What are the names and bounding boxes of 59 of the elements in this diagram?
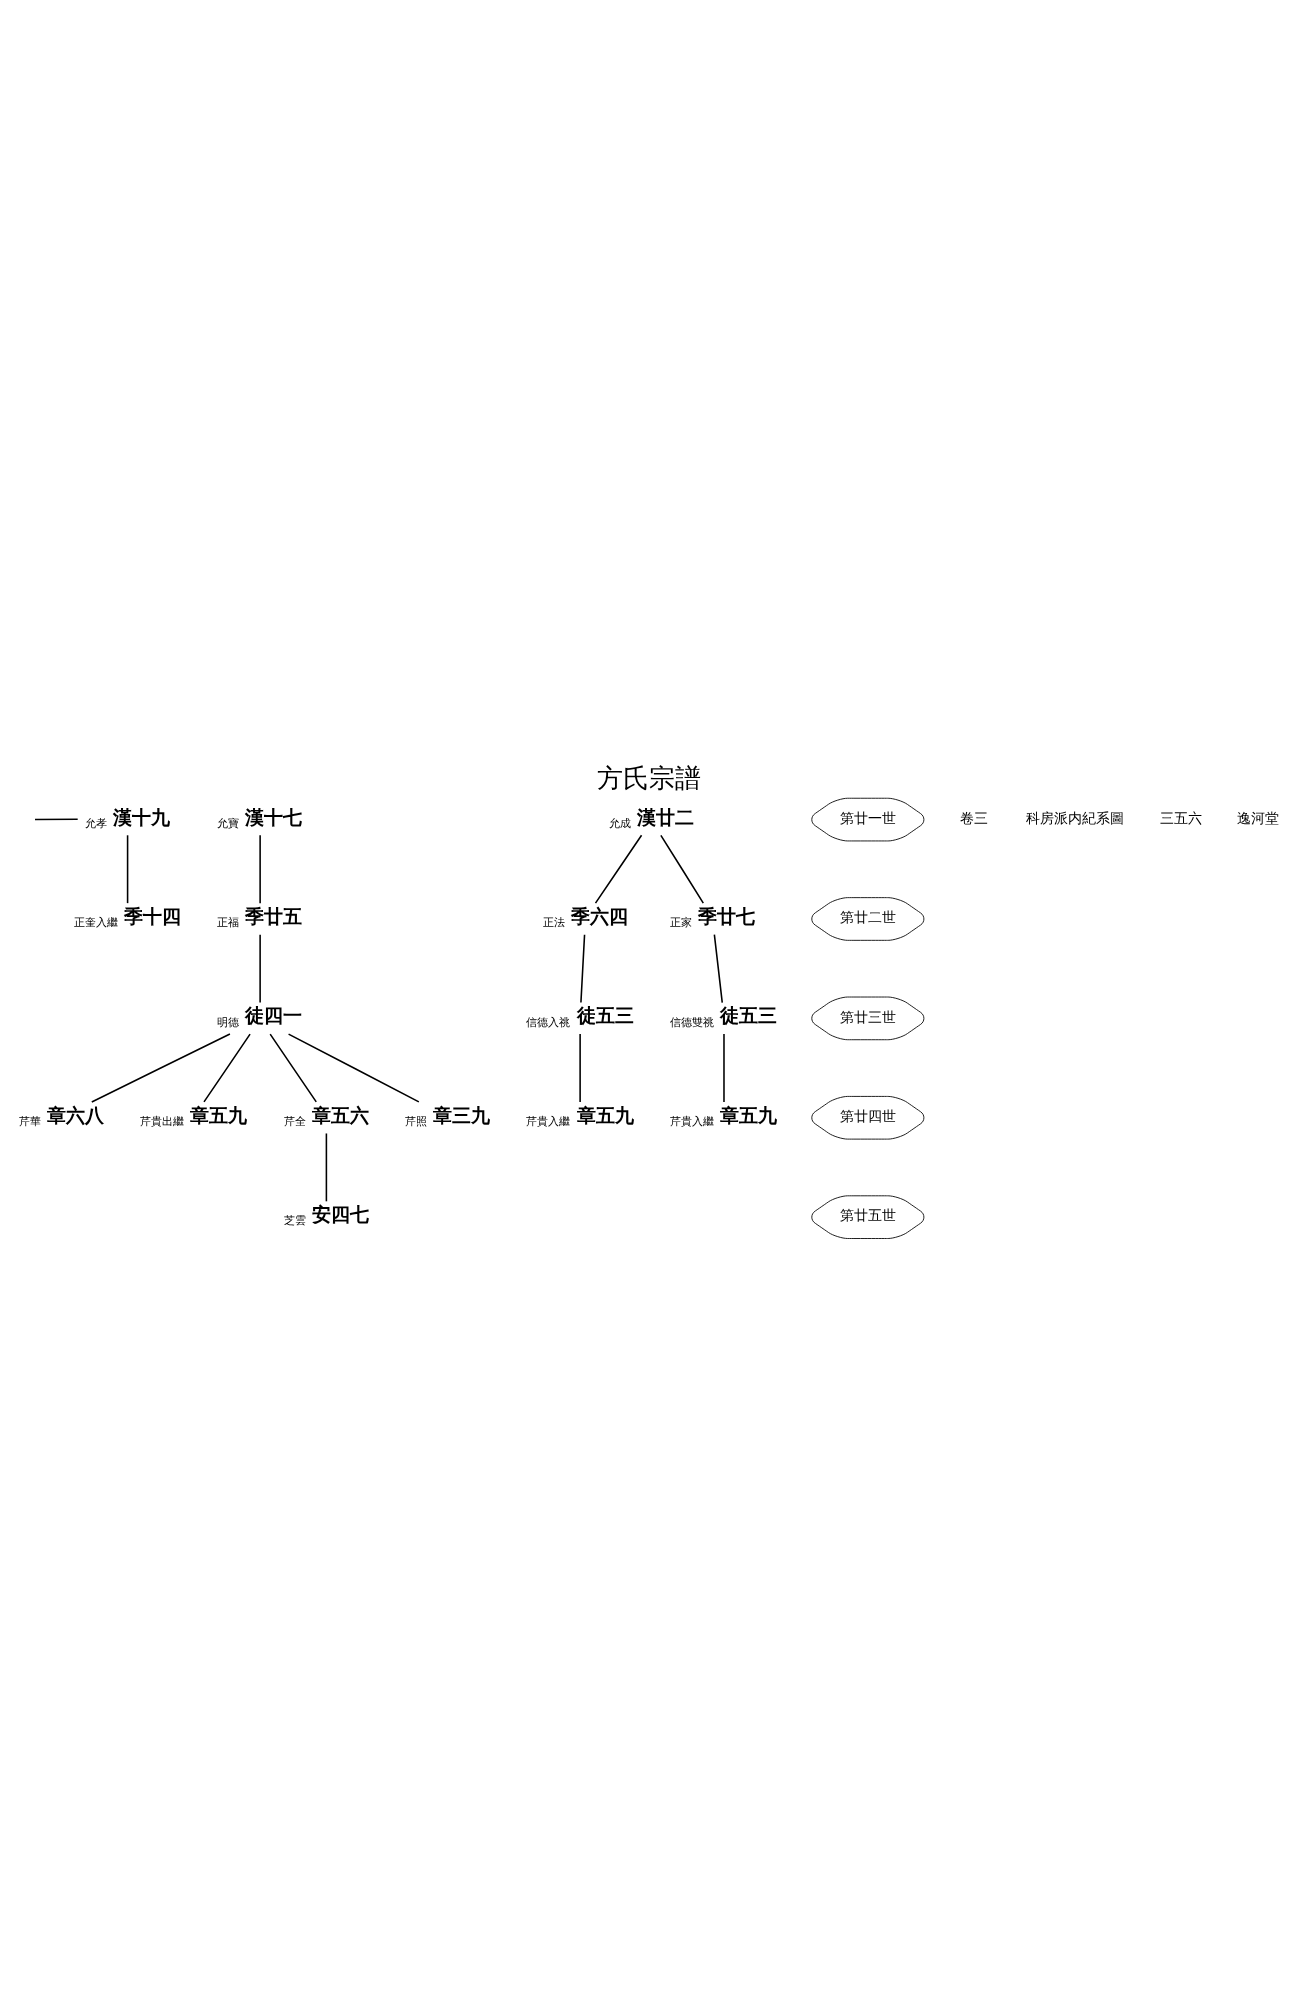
node-ellipse: 第廿一世 (811, 797, 925, 841)
node-text: 章五六 (311, 1103, 369, 1127)
label: 科房派内紀系圖 (1026, 809, 1125, 826)
node-label: 信德入祧 (526, 1014, 571, 1029)
connector (203, 1032, 251, 1103)
node-label: 允成 (608, 815, 631, 830)
connector (580, 933, 586, 1003)
node-label: 正奎入繼 (73, 914, 118, 929)
label: 三五六 (1159, 809, 1202, 826)
node-text: 季廿七 (697, 904, 755, 928)
node-text: 章五九 (720, 1103, 778, 1127)
node-text: 徒五三 (576, 1003, 634, 1027)
node-text: 安四七 (311, 1202, 369, 1226)
node-ellipse: 第廿三世 (811, 996, 925, 1040)
node-label: 信德雙祧 (669, 1014, 714, 1029)
connector (259, 834, 261, 904)
node-label: 正福 (217, 914, 240, 929)
diagram-title: 方氏宗譜 (597, 762, 701, 793)
node-text: 季廿五 (245, 904, 303, 928)
node-label: 芹貴入繼 (669, 1113, 714, 1128)
node-text: 章六八 (46, 1103, 104, 1127)
connector (91, 1032, 231, 1103)
node-ellipse: 第廿四世 (811, 1095, 925, 1140)
connector (325, 1132, 328, 1202)
connector (259, 933, 261, 1003)
connector (660, 834, 705, 904)
node-text: 季六四 (570, 904, 628, 928)
connector (594, 834, 643, 904)
node-label: 允孝 (84, 815, 107, 830)
label: 卷三 (960, 809, 989, 826)
node-label: 芝雲 (283, 1212, 306, 1227)
node-text: 漢廿二 (636, 805, 694, 829)
node-label: 芹貴入繼 (526, 1113, 571, 1128)
node-label: 允寶 (217, 815, 240, 830)
node-text: 徒五三 (720, 1003, 778, 1027)
node-text: 漢十七 (245, 805, 303, 829)
connector (579, 1032, 581, 1103)
connector (126, 834, 129, 904)
connector (34, 818, 79, 820)
node-text: 季十四 (124, 904, 182, 928)
label: 逸河堂 (1237, 809, 1280, 826)
node-text: 章五九 (576, 1103, 634, 1127)
connector (723, 1032, 725, 1103)
node-ellipse: 第廿二世 (811, 896, 925, 941)
connector (287, 1032, 420, 1103)
node-text: 章五九 (190, 1103, 248, 1127)
node-label: 芹華 (18, 1113, 41, 1128)
connector (713, 933, 724, 1003)
node-ellipse: 第廿五世 (811, 1194, 925, 1239)
node-label: 芹全 (283, 1113, 306, 1128)
node-text: 章三九 (432, 1103, 490, 1127)
node-text: 徒四一 (245, 1003, 303, 1027)
node-label: 芹照 (404, 1113, 427, 1128)
node-label: 芹貴出繼 (139, 1113, 184, 1128)
node-text: 漢十九 (112, 805, 170, 829)
node-label: 正家 (669, 914, 692, 929)
connector (269, 1032, 317, 1103)
node-label: 明德 (217, 1014, 240, 1029)
node-label: 正法 (542, 914, 565, 929)
